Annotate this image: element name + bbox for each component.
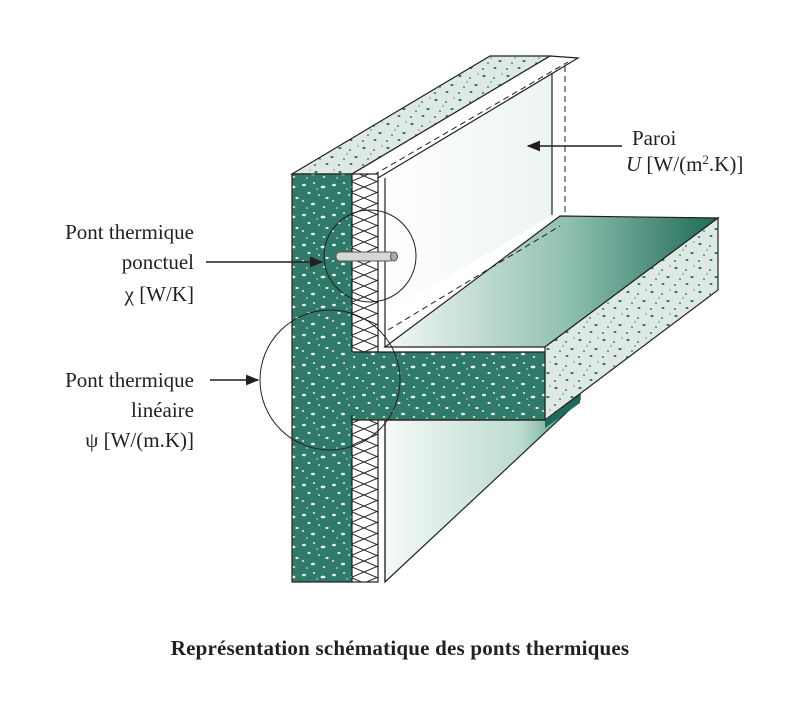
insulation-lower [351,414,379,583]
lineaire-line1: Pont thermique [65,368,194,392]
paroi-unit-suffix: .K)] [708,152,744,176]
slab-top-dashed [387,225,561,331]
u-symbol: U [626,152,642,176]
wall-top-dashed [364,61,569,181]
anchor-rod [335,251,395,262]
lineaire-circle [259,309,401,451]
paroi-unit-exponent: 2 [702,152,709,167]
ponctuel-unit-text: [W/K] [133,282,194,306]
ponctuel-line2: ponctuel [121,250,194,274]
paroi-label: Paroi [632,126,677,150]
anchor-rod-end [390,251,398,262]
psi-symbol: ψ [85,428,99,452]
paroi-unit-text: [W/(m [641,152,703,176]
chi-symbol: χ [124,282,134,306]
slab-section-concrete [351,351,546,421]
figure-caption: Représentation schématique des ponts the… [170,636,630,660]
ponctuel-line1: Pont thermique [65,220,194,244]
lineaire-unit: ψ [W/(m.K)] [85,428,194,452]
paroi-unit: U [W/(m2.K)] [626,152,743,176]
ponctuel-unit: χ [W/K] [125,282,194,306]
wall-inner-face [378,58,578,315]
lineaire-line2: linéaire [131,398,194,422]
slab-shadow [545,395,580,428]
lineaire-unit-text: [W/(m.K)] [98,428,194,452]
ponctuel-circle [323,209,417,303]
wall-section-concrete [291,173,353,583]
insulation-upper [351,173,379,353]
